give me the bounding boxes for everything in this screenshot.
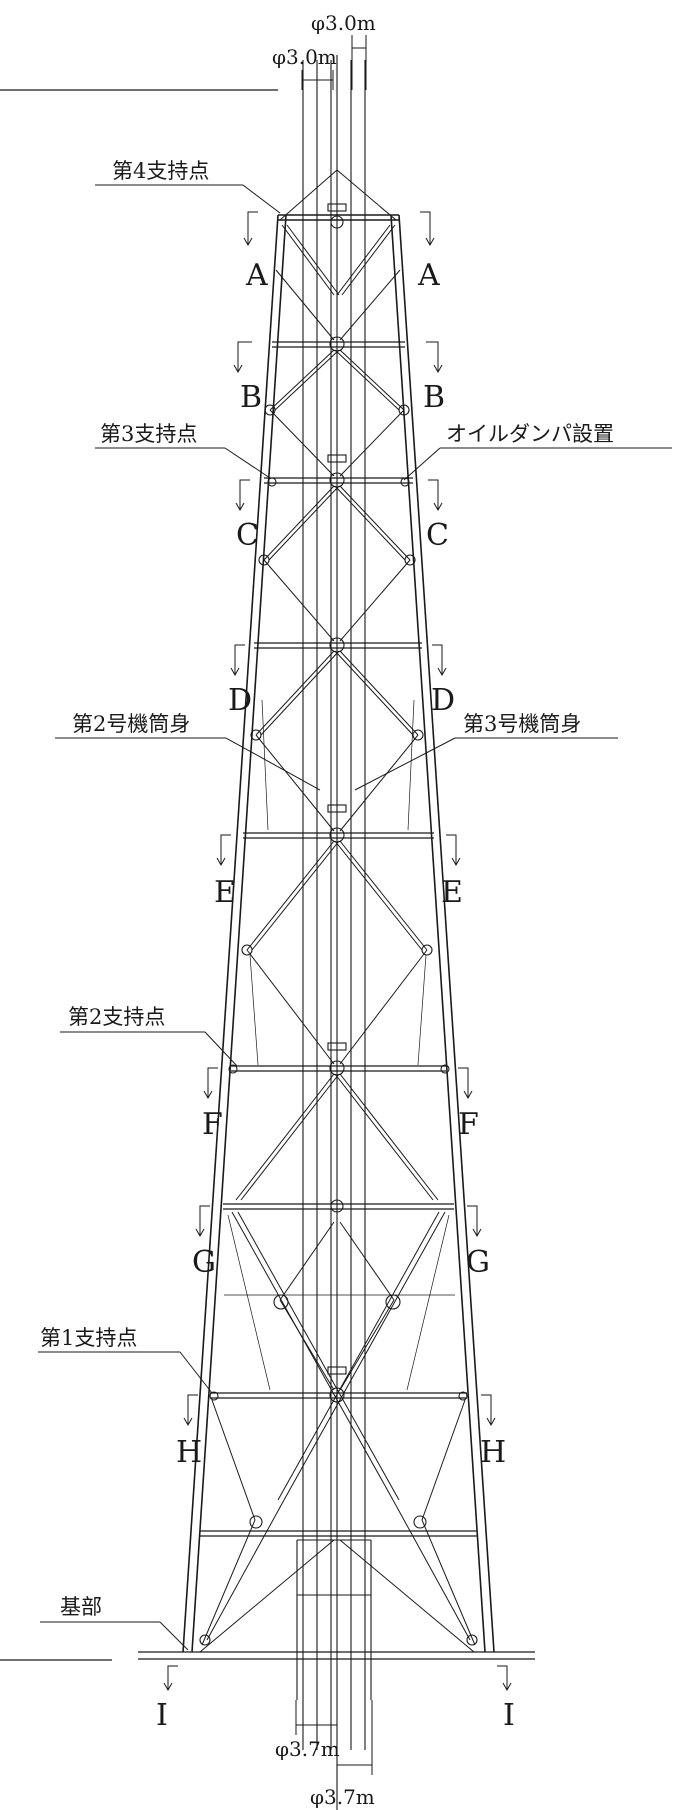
section-mark-E-left: E bbox=[214, 875, 236, 910]
label-base: 基部 bbox=[60, 1595, 102, 1619]
dim-base-outer: φ3.7m bbox=[310, 1785, 375, 1809]
tower-legs bbox=[182, 214, 495, 1653]
section-mark-C-left: C bbox=[236, 518, 259, 553]
joint-nodes bbox=[199, 203, 478, 1646]
dimension-lines bbox=[295, 35, 373, 1775]
section-mark-A-left: A bbox=[245, 258, 268, 293]
section-mark-I-right: I bbox=[503, 1698, 515, 1733]
section-mark-B-right: B bbox=[423, 380, 445, 415]
label-support-point-3: 第3支持点 bbox=[100, 422, 197, 446]
label-support-point-1: 第1支持点 bbox=[40, 1326, 137, 1350]
dim-base-inner: φ3.7m bbox=[275, 1737, 340, 1761]
section-mark-F-left: F bbox=[202, 1107, 223, 1142]
section-mark-G-left: G bbox=[192, 1245, 216, 1280]
label-support-point-2: 第2支持点 bbox=[68, 1005, 165, 1029]
section-mark-B-left: B bbox=[240, 380, 262, 415]
section-mark-E-right: E bbox=[441, 875, 463, 910]
section-mark-H-right: H bbox=[480, 1435, 506, 1470]
diagonal-bracing bbox=[199, 169, 476, 1653]
section-mark-I-left: I bbox=[156, 1698, 168, 1733]
label-unit3-stack: 第3号機筒身 bbox=[463, 712, 581, 736]
section-mark-C-right: C bbox=[426, 518, 449, 553]
section-mark-D-right: D bbox=[431, 683, 455, 718]
horizontal-struts bbox=[200, 341, 477, 1537]
section-mark-G-right: G bbox=[466, 1245, 490, 1280]
label-support-point-4: 第4支持点 bbox=[112, 159, 209, 183]
section-mark-F-right: F bbox=[458, 1107, 479, 1142]
section-mark-A-right: A bbox=[417, 258, 440, 293]
stack-shafts bbox=[296, 55, 372, 1810]
label-oil-damper: オイルダンパ設置 bbox=[446, 422, 614, 446]
leader-lines bbox=[38, 184, 672, 1651]
dim-top-outer: φ3.0m bbox=[311, 11, 376, 35]
dim-top-inner: φ3.0m bbox=[272, 45, 337, 69]
section-cut-arrows bbox=[163, 211, 512, 1692]
section-mark-H-left: H bbox=[176, 1435, 202, 1470]
section-mark-D-left: D bbox=[228, 683, 252, 718]
label-unit2-stack: 第2号機筒身 bbox=[72, 712, 190, 736]
